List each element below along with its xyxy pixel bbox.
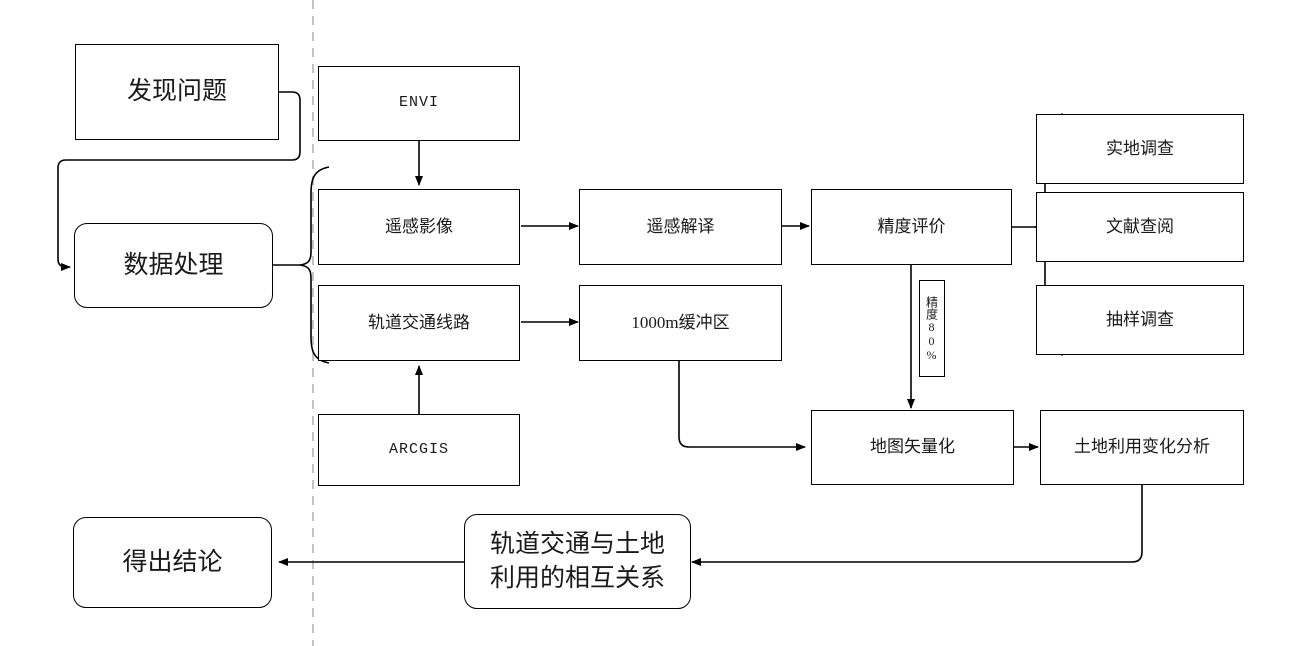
edge-label-accuracy-80: 精度80% [919, 280, 945, 377]
node-label: ENVI [398, 94, 439, 112]
node-literature-review[interactable]: 文献查阅 [1036, 192, 1244, 262]
node-rail-landuse-relationship[interactable]: 轨道交通与土地 利用的相互关系 [464, 514, 691, 609]
node-sampling-survey[interactable]: 抽样调查 [1036, 285, 1244, 355]
edge-buffer-to-vectorize [678, 361, 806, 451]
node-remote-sensing-image[interactable]: 遥感影像 [318, 189, 520, 265]
node-data-processing[interactable]: 数据处理 [74, 223, 273, 308]
node-label: 遥感影像 [385, 216, 453, 236]
node-label: 抽样调查 [1106, 309, 1174, 329]
node-remote-sensing-interpretation[interactable]: 遥感解译 [579, 189, 782, 265]
node-accuracy-evaluation[interactable]: 精度评价 [811, 189, 1012, 265]
node-label: 得出结论 [122, 548, 223, 576]
node-buffer-zone[interactable]: 1000m缓冲区 [579, 285, 782, 361]
node-label: 土地利用变化分析 [1074, 437, 1210, 457]
node-arcgis[interactable]: ARCGIS [318, 414, 520, 486]
node-label: 文献查阅 [1106, 216, 1174, 236]
node-label: 实地调查 [1106, 138, 1174, 158]
node-rail-transit-line[interactable]: 轨道交通线路 [318, 285, 520, 361]
node-discover-problem[interactable]: 发现问题 [75, 44, 279, 140]
node-label: 地图矢量化 [870, 437, 955, 457]
node-label: 数据处理 [123, 251, 224, 279]
node-label: ARCGIS [388, 440, 449, 458]
node-land-use-change-analysis[interactable]: 土地利用变化分析 [1040, 410, 1244, 485]
node-field-survey[interactable]: 实地调查 [1036, 114, 1244, 184]
node-map-vectorization[interactable]: 地图矢量化 [811, 410, 1014, 485]
node-conclusion[interactable]: 得出结论 [73, 517, 272, 608]
node-label: 发现问题 [126, 78, 227, 106]
node-envi[interactable]: ENVI [318, 66, 520, 141]
node-label: 轨道交通线路 [368, 312, 470, 332]
node-label: 精度评价 [877, 216, 946, 236]
edge-landuse-to-relation [691, 485, 1143, 566]
node-label: 1000m缓冲区 [631, 312, 730, 332]
node-label: 遥感解译 [646, 216, 715, 236]
edge-label-text: 精度80% [924, 295, 939, 362]
node-label: 轨道交通与土地 利用的相互关系 [489, 530, 665, 592]
